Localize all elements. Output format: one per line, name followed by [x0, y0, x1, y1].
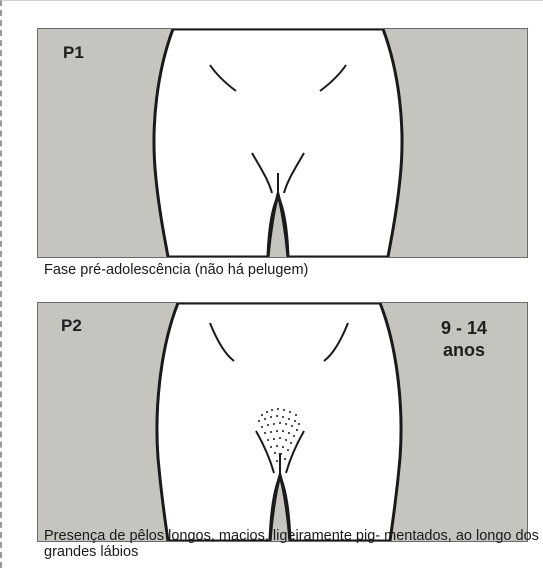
age-range-unit: anos	[441, 339, 487, 361]
stage-panel-p1: P1	[37, 28, 528, 258]
age-range-label: 9 - 14 anos	[441, 317, 487, 361]
caption-p1: Fase pré-adolescência (não há pelugem)	[44, 262, 308, 278]
p1-illustration	[38, 29, 527, 257]
age-range-value: 9 - 14	[441, 317, 487, 339]
stage-panel-p2: P2 9 - 14 anos	[37, 302, 528, 542]
stage-label-p2: P2	[61, 316, 82, 336]
caption-p2: Presença de pêlos longos, macios, ligeir…	[44, 528, 539, 560]
stage-label-p1: P1	[63, 43, 84, 63]
